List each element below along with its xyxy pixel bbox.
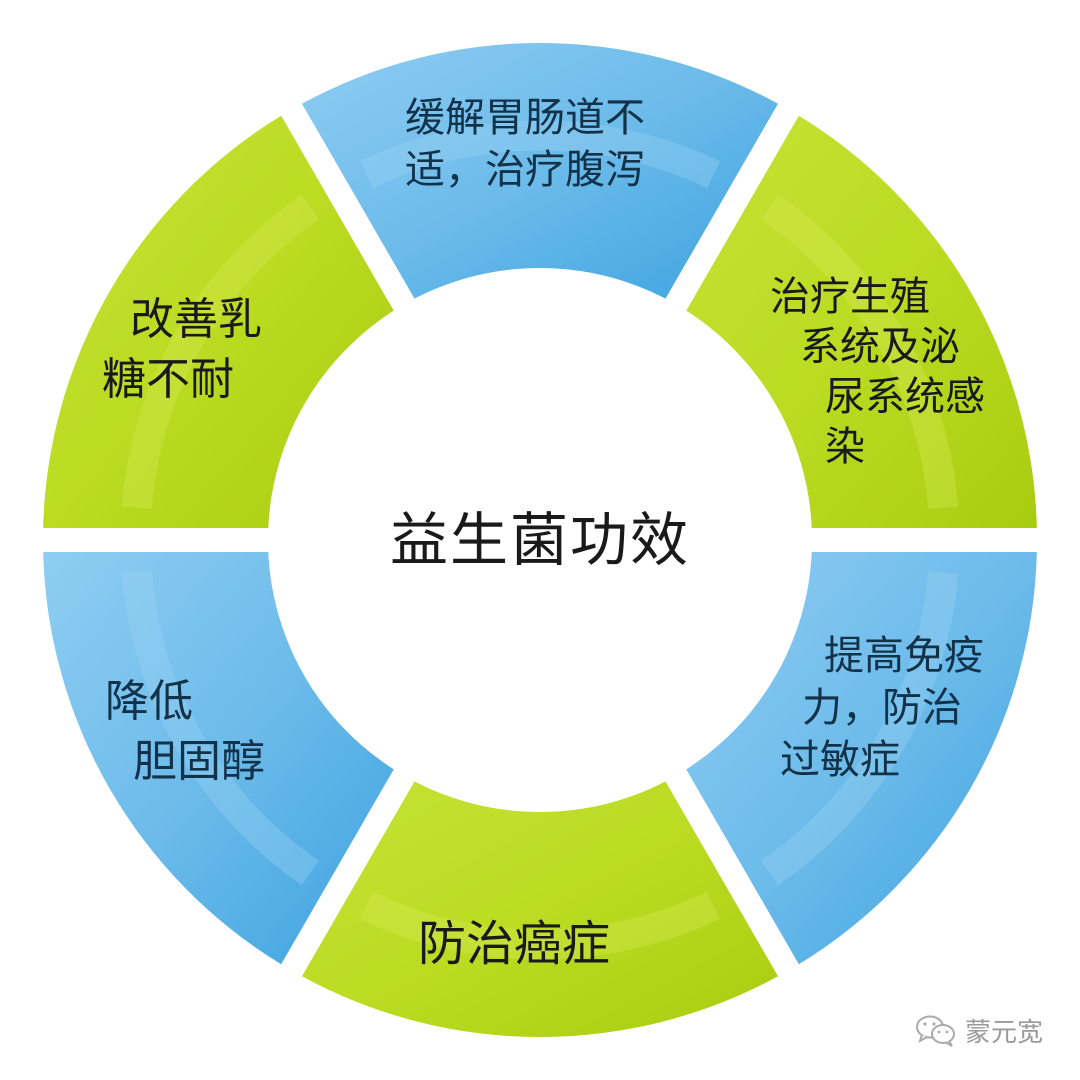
- ring-segment-upper-right: [686, 115, 1037, 529]
- segment-label-cholesterol: 降低 胆固醇: [105, 672, 265, 792]
- ring-segment-lower-left: [43, 552, 394, 965]
- segment-label-urogenital: 治疗生殖 系统及泌 尿系统感 染: [770, 272, 985, 472]
- segment-highlight: [121, 571, 319, 886]
- watermark: 蒙元宽: [915, 1012, 1043, 1049]
- label-line: 系统及泌: [800, 324, 960, 370]
- label-line: 缓解胃肠道不: [405, 95, 645, 141]
- label-line: 提高免疫: [824, 633, 984, 679]
- ring-segment-upper-left: [43, 115, 394, 529]
- label-line: 适，治疗腹泻: [405, 147, 645, 193]
- segment-highlight: [761, 194, 959, 509]
- segment-label-immunity: 提高免疫 力，防治 过敏症: [780, 630, 984, 786]
- label-line: 胆固醇: [133, 736, 265, 787]
- segment-highlight: [359, 120, 721, 189]
- segment-label-cancer: 防治癌症: [418, 918, 610, 970]
- segment-highlight: [121, 194, 319, 509]
- ring-segment-top: [301, 43, 779, 299]
- segment-highlight: [761, 571, 959, 886]
- segment-label-gastrointestinal: 缓解胃肠道不 适，治疗腹泻: [405, 92, 645, 196]
- label-line: 改善乳: [130, 294, 262, 345]
- label-line: 力，防治: [802, 685, 962, 731]
- watermark-text: 蒙元宽: [965, 1018, 1044, 1048]
- label-line: 防治癌症: [418, 916, 611, 972]
- wechat-icon: [916, 1015, 955, 1047]
- label-line: 治疗生殖: [770, 274, 930, 320]
- segment-highlight: [359, 891, 721, 960]
- center-title: 益生菌功效: [389, 506, 690, 574]
- label-line: 尿系统感: [825, 374, 985, 420]
- label-line: 过敏症: [780, 737, 900, 783]
- label-line: 染: [825, 424, 865, 470]
- ring-segment-bottom: [301, 781, 779, 1037]
- label-line: 糖不耐: [102, 354, 234, 405]
- segment-label-lactose: 改善乳 糖不耐: [102, 290, 262, 410]
- ring-segment-lower-right: [686, 552, 1037, 965]
- label-line: 降低: [105, 676, 193, 727]
